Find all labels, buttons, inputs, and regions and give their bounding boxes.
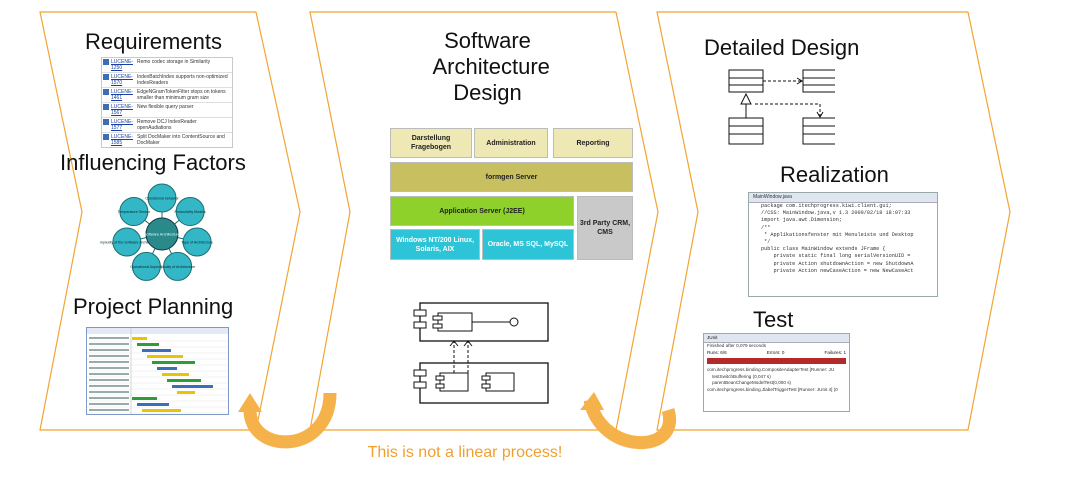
requirement-row: LUCENE-1250 Remo codec storage in Similar… (102, 58, 232, 73)
requirement-summary: IndexBatchIndex supports non-optimized I… (137, 74, 228, 86)
layer-formgen-server: formgen Server (390, 162, 633, 192)
junit-results: com.itechprogress.binding.CompositeAdapt… (704, 367, 849, 393)
code-line: /** (761, 224, 771, 231)
architecture-heading: Software Architecture Design (400, 28, 575, 106)
requirement-id-link[interactable]: LUCENE-1250 (111, 59, 133, 71)
code-editor: MainWindow.java package com.itechprogres… (748, 192, 938, 297)
svg-text:Complexity of the Software Arc: Complexity of the Software Architecture (100, 241, 158, 245)
non-linear-process-note: This is not a linear process! (367, 444, 563, 461)
requirements-heading: Requirements (85, 29, 222, 54)
layer-third-party: 3rd Party CRM, CMS (577, 196, 633, 260)
junit-failures: Failures: 1 (824, 349, 846, 355)
layer-application-server: Application Server (J2EE) (390, 196, 574, 226)
issue-icon (103, 119, 109, 125)
junit-status: Finished after 0,079 seconds (707, 343, 766, 348)
requirement-summary: Remove DCJ IndexReader openAudiations (137, 119, 197, 131)
code-line: private Action shutdownAction = new Shut… (761, 260, 914, 267)
junit-panel: JUnit Finished after 0,079 seconds Runs:… (703, 333, 850, 412)
requirement-id-link[interactable]: LUCENE-1570 (111, 74, 133, 86)
requirement-row: LUCENE-1570 IndexBatchIndex supports non-… (102, 73, 232, 88)
svg-text:Temperature Sensor: Temperature Sensor (118, 210, 151, 214)
issue-icon (103, 89, 109, 95)
requirement-summary: Split DocMaker into ContentSource and Do… (137, 134, 225, 146)
factor-petal: Productivity Models (175, 197, 206, 227)
requirement-id-link[interactable]: LUCENE-1585 (111, 134, 133, 146)
code-line: public class MainWindow extends JFrame { (761, 246, 886, 253)
svg-text:Software Architecture: Software Architecture (144, 233, 180, 237)
factor-petal: Complexity of the Software Architecture (100, 227, 158, 257)
junit-errors: Errors: 0 (766, 349, 785, 355)
svg-text:Quality of Architecture: Quality of Architecture (160, 265, 195, 269)
issue-icon (103, 59, 109, 65)
factor-petal: Operational Aspects (130, 251, 163, 281)
svg-text:Operational behavior: Operational behavior (145, 197, 179, 201)
factor-petal: Temperature Sensor (118, 197, 151, 227)
code-line: import java.awt.Dimension; (761, 217, 842, 224)
requirement-row: LUCENE-1567 New flexible query parser (102, 103, 232, 118)
requirement-row: LUCENE-1585 Split DocMaker into ContentSo… (102, 133, 232, 147)
component-diagram (413, 302, 549, 404)
svg-text:Operational Aspects: Operational Aspects (130, 265, 162, 269)
requirement-id-link[interactable]: LUCENE-1567 (111, 104, 133, 116)
junit-tab: JUnit (704, 334, 849, 343)
factor-center: Software Architecture (144, 217, 180, 251)
layer-operating-systems: Windows NT/200 Linux, Solaris, AIX (390, 229, 480, 260)
requirement-id-link[interactable]: LUCENE-1577 (111, 119, 133, 131)
junit-result-line[interactable]: com.itechprogress.binding.CompositeAdapt… (707, 367, 835, 372)
factor-petal: Operational behavior (145, 183, 179, 213)
requirement-summary: Remo codec storage in Similarity (137, 59, 211, 65)
requirement-row: LUCENE-1577 Remove DCJ IndexReader openAu… (102, 118, 232, 133)
detailed-design-heading: Detailed Design (704, 35, 860, 60)
project-planning-heading: Project Planning (73, 294, 234, 319)
issue-icon (103, 134, 109, 140)
junit-result-line[interactable]: parentBeanChangeModelTest(0,000 s) (707, 380, 792, 385)
junit-failure-bar (707, 358, 846, 364)
requirements-list: LUCENE-1250 Remo codec storage in Similar… (101, 57, 233, 148)
class-diagram (728, 69, 835, 145)
code-line: */ (761, 239, 771, 246)
code-line: //CSS: MainWindow.java,v 1.3 2009/02/18 … (761, 210, 911, 217)
svg-text:Type of Architecture: Type of Architecture (181, 241, 213, 245)
issue-icon (103, 74, 109, 80)
factor-petal: Type of Architecture (181, 227, 213, 257)
junit-result-line[interactable]: testSwitchBuffering (0,047 s) (707, 373, 771, 379)
influencing-factors-heading: Influencing Factors (60, 150, 246, 175)
layer-administration: Administration (474, 128, 548, 158)
layer-databases: Oracle, MS SQL, MySQL (482, 229, 574, 260)
requirement-id-link[interactable]: LUCENE-1461 (111, 89, 133, 101)
code-editor-tab: MainWindow.java (749, 193, 937, 203)
factor-petal: Quality of Architecture (160, 251, 195, 281)
code-line: package com.itechprogress.kiwi.client.gu… (761, 203, 892, 209)
requirement-summary: New flexible query parser (137, 104, 194, 110)
layer-darstellung: Darstellung Fragebogen (390, 128, 472, 158)
junit-runs: Runs: 6/6 (707, 349, 727, 355)
architecture-title: Software Architecture Design (432, 28, 550, 105)
loop-arrow-right (580, 392, 677, 449)
junit-result-line[interactable]: com.itechprogress.binding.JlabelTriggerT… (707, 386, 838, 392)
code-line: private Action newCaseAction = new NewCa… (761, 267, 914, 274)
realization-heading: Realization (780, 162, 889, 187)
code-line: private static final long serialVersionU… (761, 253, 911, 260)
gantt-chart-thumbnail (86, 327, 229, 415)
requirement-summary: EdgeNGramTokenFilter stops on tokens sma… (137, 89, 226, 101)
code-editor-body: package com.itechprogress.kiwi.client.gu… (749, 203, 937, 275)
loop-arrow-left (238, 392, 337, 449)
issue-icon (103, 104, 109, 110)
test-heading: Test (753, 307, 794, 332)
svg-text:Productivity Models: Productivity Models (175, 210, 206, 214)
layer-reporting: Reporting (553, 128, 633, 158)
requirement-row: LUCENE-1461 EdgeNGramTokenFilter stops on… (102, 88, 232, 103)
code-line: * Applikationsfenster mit Menuleiste und… (761, 231, 914, 238)
